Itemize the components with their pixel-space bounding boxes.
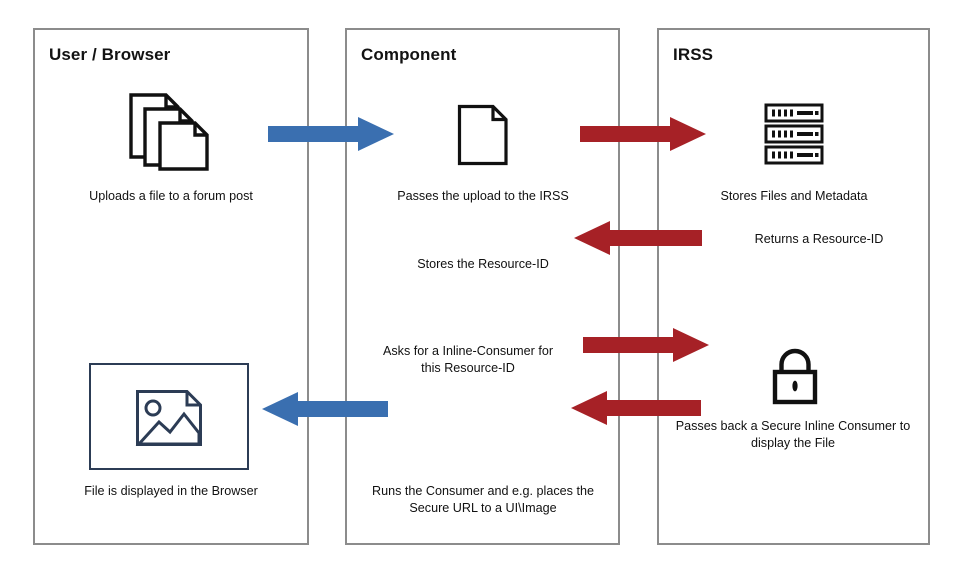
padlock-icon — [768, 348, 822, 406]
caption-asks-inline-consumer: Asks for a Inline-Consumer for this Reso… — [382, 344, 554, 375]
caption-passes-back-consumer: Passes back a Secure Inline Consumer to … — [675, 419, 911, 450]
caption-file-displayed: File is displayed in the Browser — [84, 484, 258, 498]
caption-returns-resource-id: Returns a Resource-ID — [754, 232, 884, 246]
stacked-documents-icon — [128, 92, 216, 172]
document-icon — [457, 104, 509, 166]
server-rack-icon — [764, 103, 824, 165]
image-placeholder-icon — [135, 389, 205, 447]
caption-stores-resource-id: Stores the Resource-ID — [417, 257, 549, 271]
caption-stores-files: Stores Files and Metadata — [720, 189, 868, 203]
lane-title-user-browser: User / Browser — [49, 45, 171, 64]
caption-uploads-file: Uploads a file to a forum post — [89, 189, 253, 203]
browser-image-frame — [89, 363, 249, 470]
caption-runs-consumer: Runs the Consumer and e.g. places the Se… — [372, 484, 594, 515]
lane-title-irss: IRSS — [673, 45, 714, 64]
lane-title-component: Component — [361, 45, 457, 64]
caption-passes-upload: Passes the upload to the IRSS — [397, 189, 569, 203]
